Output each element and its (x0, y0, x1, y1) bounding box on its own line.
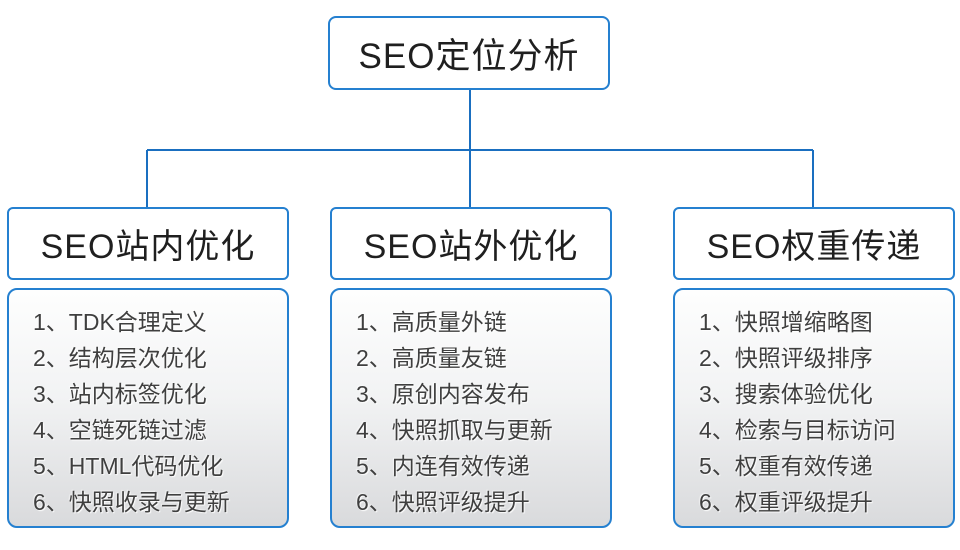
list-item: 6、权重评级提升 (699, 489, 873, 515)
list-item: 2、快照评级排序 (699, 345, 873, 371)
branch-title: SEO站内优化 (40, 228, 256, 266)
root-node-title: SEO定位分析 (358, 36, 580, 76)
list-item: 1、快照增缩略图 (699, 309, 873, 335)
list-item: 2、结构层次优化 (33, 345, 207, 371)
branch-list-offsite: 1、高质量外链 2、高质量友链 3、原创内容发布 4、快照抓取与更新 5、内连有… (330, 288, 612, 528)
list-item: 3、站内标签优化 (33, 381, 207, 407)
list-item: 4、快照抓取与更新 (356, 417, 553, 443)
list-item: 6、快照评级提升 (356, 489, 530, 515)
list-item: 1、TDK合理定义 (33, 309, 207, 335)
branch-header-weight: SEO权重传递 (673, 207, 955, 280)
list-item: 5、权重有效传递 (699, 453, 873, 479)
branch-title: SEO权重传递 (706, 228, 922, 266)
branch-header-onsite: SEO站内优化 (7, 207, 289, 280)
list-item: 2、高质量友链 (356, 345, 507, 371)
list-item: 3、原创内容发布 (356, 381, 530, 407)
branch-title: SEO站外优化 (363, 228, 579, 266)
list-item: 1、高质量外链 (356, 309, 507, 335)
list-item: 6、快照收录与更新 (33, 489, 230, 515)
branch-list-weight: 1、快照增缩略图 2、快照评级排序 3、搜索体验优化 4、检索与目标访问 5、权… (673, 288, 955, 528)
list-item: 5、内连有效传递 (356, 453, 530, 479)
list-item: 4、空链死链过滤 (33, 417, 207, 443)
branch-list-onsite: 1、TDK合理定义 2、结构层次优化 3、站内标签优化 4、空链死链过滤 5、H… (7, 288, 289, 528)
list-item: 3、搜索体验优化 (699, 381, 873, 407)
list-item: 4、检索与目标访问 (699, 417, 896, 443)
root-node: SEO定位分析 (328, 16, 610, 90)
list-item: 5、HTML代码优化 (33, 453, 224, 479)
branch-header-offsite: SEO站外优化 (330, 207, 612, 280)
